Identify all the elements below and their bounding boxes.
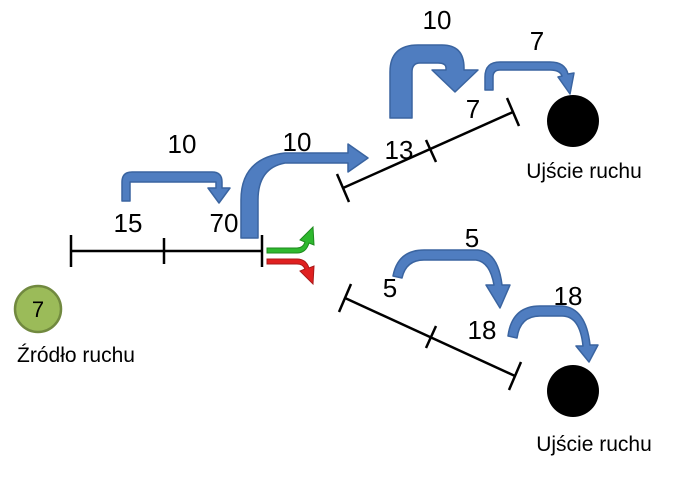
sink-label-lower: Ujście ruchu xyxy=(536,433,652,456)
upper-road-tick xyxy=(335,173,351,203)
main-road: 15 70 xyxy=(69,208,264,267)
source-label: Źródło ruchu xyxy=(17,344,135,367)
sink-node-upper xyxy=(547,95,599,147)
lower-road-tick xyxy=(424,325,438,349)
lower-road-tick xyxy=(507,361,523,391)
lower-sink-flow-value: 18 xyxy=(554,281,583,311)
turn-indicators xyxy=(266,225,315,286)
flow-arrow-lower-sink xyxy=(507,305,599,363)
to-upper-flow-value: 10 xyxy=(283,127,312,157)
green-turn-arrow-icon xyxy=(266,225,315,254)
main-flow-value: 10 xyxy=(168,129,197,159)
lower-flow-value: 5 xyxy=(465,223,479,253)
sink-node-lower xyxy=(547,365,599,417)
upper-sink-flow-value: 7 xyxy=(530,26,544,56)
sink-label-upper: Ujście ruchu xyxy=(526,160,642,183)
lower-road-tick xyxy=(337,283,353,313)
red-turn-arrow-icon xyxy=(266,258,315,286)
upper-segment-1-value: 13 xyxy=(385,135,414,165)
flow-arrow-main xyxy=(121,171,231,204)
upper-flow-value: 10 xyxy=(423,5,452,35)
upper-road: 13 7 xyxy=(335,94,521,203)
upper-road-tick xyxy=(424,139,438,163)
upper-road-line xyxy=(342,110,514,190)
flow-arrow-upper-sink xyxy=(484,61,575,95)
flow-arrow-lower xyxy=(392,249,511,309)
main-segment-2-value: 70 xyxy=(210,208,239,238)
lower-road: 5 18 xyxy=(337,273,523,391)
flow-arrow-upper xyxy=(389,44,479,119)
main-segment-1-value: 15 xyxy=(114,208,143,238)
source-node xyxy=(13,284,63,334)
upper-road-tick xyxy=(505,97,521,127)
upper-segment-2-value: 7 xyxy=(466,94,480,124)
flow-arrow-to-upper xyxy=(240,143,369,239)
lower-segment-1-value: 5 xyxy=(383,273,397,303)
source-value: 7 xyxy=(32,297,44,322)
lower-segment-2-value: 18 xyxy=(468,315,497,345)
